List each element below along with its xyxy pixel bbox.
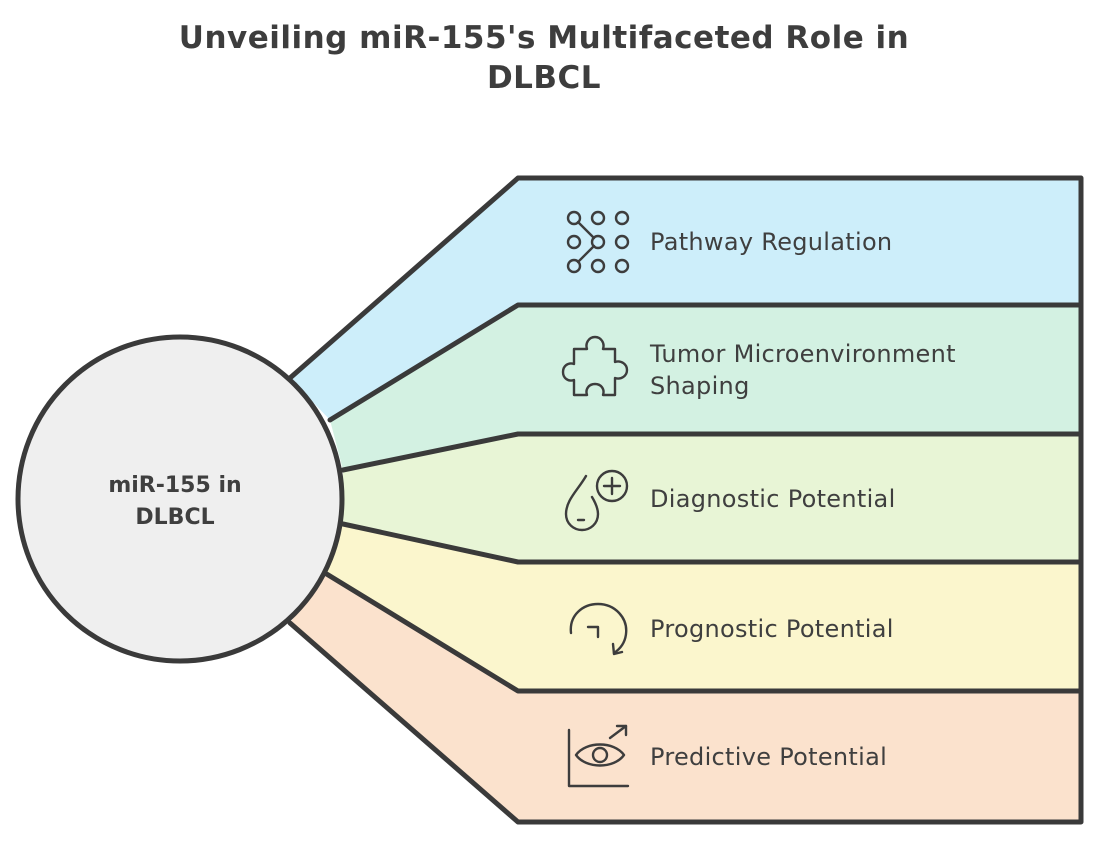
branch-label-diagnostic-potential: Diagnostic Potential <box>650 485 896 513</box>
drop-plus-icon <box>564 469 629 532</box>
branch-label-tumor-microenvironment-line-1: Tumor Microenvironment <box>649 340 956 368</box>
branch-band-tumor-microenvironment <box>330 305 1081 470</box>
hub-label-line-2: DLBCL <box>135 505 214 530</box>
branch-label-prognostic-potential: Prognostic Potential <box>650 615 894 643</box>
curved-arrow-icon <box>569 602 628 656</box>
branch-band-pathway-regulation <box>290 178 1081 420</box>
hub-circle <box>15 334 345 664</box>
eye-chart-icon <box>567 724 630 788</box>
branch-label-predictive-potential: Predictive Potential <box>650 743 887 771</box>
diagram-title-line-2: DLBCL <box>487 60 601 96</box>
puzzle-piece-icon <box>561 335 629 397</box>
hub-label-line-1: miR-155 in <box>108 473 241 498</box>
branch-outlines <box>287 175 1084 825</box>
branch-label-tumor-microenvironment-line-2: Shaping <box>650 372 750 400</box>
branch-band-diagnostic-potential <box>343 434 1081 562</box>
branch-label-pathway-regulation: Pathway Regulation <box>650 228 892 256</box>
network-nodes-icon <box>566 210 630 274</box>
branch-band-predictive-potential <box>290 573 1081 822</box>
diagram-title-line-1: Unveiling miR-155's Multifaceted Role in <box>179 20 909 56</box>
branch-band-prognostic-potential <box>325 524 1081 691</box>
